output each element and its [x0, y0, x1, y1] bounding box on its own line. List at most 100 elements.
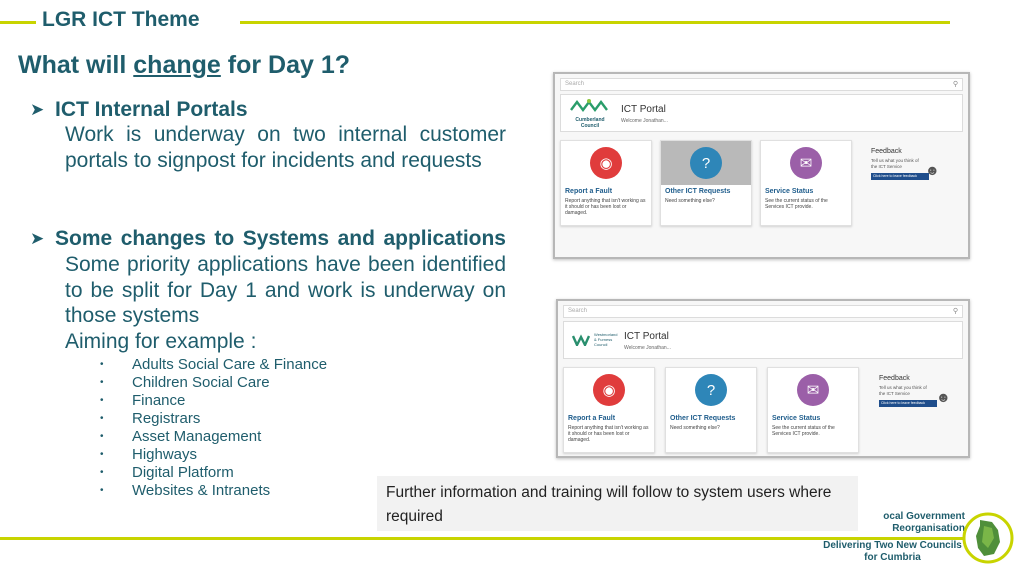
arrow-bullet-icon: ➤	[30, 229, 45, 248]
list-item-text: Asset Management	[132, 428, 262, 445]
tile-desc: See the current status of the Services I…	[772, 425, 835, 437]
list-item-text: Registrars	[132, 410, 201, 427]
theme-header: LGR ICT Theme	[0, 8, 1024, 36]
slide-title-underlined: change	[133, 51, 221, 79]
list-item-text: Finance	[132, 392, 186, 409]
tile-title: Service Status	[772, 415, 821, 422]
portal-title: ICT Portal	[621, 104, 666, 115]
feedback-title: Feedback	[871, 148, 902, 155]
tile-other-requests[interactable]: ? Other ICT Requests Need something else…	[665, 367, 757, 453]
section-systems-changes: ➤ Some changes to Systems and applicatio…	[30, 226, 506, 500]
feedback-button[interactable]: Click here to leave feedback	[871, 173, 929, 180]
list-item: • Adults Social Care & Finance	[100, 356, 506, 374]
bullet-dot-icon: •	[100, 359, 104, 370]
lgr-line1: ocal Government	[883, 511, 965, 522]
portal-header: Westmorland & Furness Council ICT Portal…	[563, 321, 963, 359]
slide-title-pre: What will	[18, 51, 134, 79]
lifebuoy-icon: ◉	[590, 147, 622, 179]
section-aiming: Aiming for example :	[65, 329, 257, 353]
portal-search-placeholder: Search	[565, 81, 585, 87]
theme-accent-line-right	[240, 21, 950, 24]
tile-desc: Report anything that isn't working as it…	[568, 425, 649, 443]
list-item: • Digital Platform	[100, 464, 506, 482]
section-body: Some priority applications have been ide…	[65, 253, 506, 327]
cumberland-logo-icon	[570, 99, 608, 112]
portal-screenshot-cumberland: Search ⚲ Cumberland Council ICT Portal W…	[553, 72, 970, 259]
feedback-panel: Feedback Tell us what you think of the I…	[871, 148, 929, 180]
section-heading: ➤ Some changes to Systems and applicatio…	[30, 226, 506, 251]
bullet-dot-icon: •	[100, 395, 104, 406]
tile-service-status[interactable]: ✉ Service Status See the current status …	[767, 367, 859, 453]
tile-report-fault[interactable]: ◉ Report a Fault Report anything that is…	[560, 140, 652, 226]
portal-screenshot-westmorland: Search ⚲ Westmorland & Furness Council I…	[556, 299, 970, 458]
portal-search-placeholder: Search	[568, 308, 588, 314]
bullet-dot-icon: •	[100, 485, 104, 496]
tile-title: Other ICT Requests	[670, 415, 736, 422]
tile-desc: Need something else?	[665, 198, 715, 204]
lgr-wordmark: ocal Government Reorganisation	[795, 511, 965, 535]
list-item-text: Children Social Care	[132, 374, 270, 391]
list-item: • Finance	[100, 392, 506, 410]
bullet-dot-icon: •	[100, 467, 104, 478]
status-chat-icon: ✉	[797, 374, 829, 406]
westmorland-logo-icon	[572, 334, 590, 346]
feedback-text: Tell us what you think of the ICT Servic…	[879, 385, 927, 396]
lgr-tagline1: Delivering Two New Councils	[823, 540, 962, 551]
tile-title: Other ICT Requests	[665, 188, 731, 195]
search-icon: ⚲	[952, 81, 958, 88]
slide-title-post: for Day 1?	[220, 51, 351, 79]
lgr-line2: Reorganisation	[892, 523, 965, 534]
cumbria-map-logo-icon	[962, 512, 1014, 564]
status-chat-icon: ✉	[790, 147, 822, 179]
portal-logo-text: Westmorland & Furness Council	[594, 332, 618, 347]
list-item: •Children Social Care	[100, 374, 506, 392]
portal-search-bar: Search ⚲	[563, 305, 963, 318]
feedback-title: Feedback	[879, 375, 910, 382]
feedback-text: Tell us what you think of the ICT Servic…	[871, 158, 919, 169]
lgr-tagline: Delivering Two New Councils for Cumbria	[815, 540, 970, 564]
chat-question-icon: ?	[695, 374, 727, 406]
tile-desc: Need something else?	[670, 425, 720, 431]
theme-title: LGR ICT Theme	[42, 8, 200, 31]
feedback-button[interactable]: Click here to leave feedback	[879, 400, 937, 407]
portal-logo-text: Cumberland Council	[575, 117, 605, 129]
list-item: • Websites & Intranets	[100, 482, 506, 500]
list-item: • Highways	[100, 446, 506, 464]
bullet-dot-icon: •	[100, 431, 104, 442]
search-icon: ⚲	[952, 308, 958, 315]
tile-desc: See the current status of the Services I…	[765, 198, 828, 210]
person-laptop-icon: ☻	[925, 162, 940, 178]
tile-report-fault[interactable]: ◉ Report a Fault Report anything that is…	[563, 367, 655, 453]
list-item-text: Digital Platform	[132, 464, 234, 481]
tile-service-status[interactable]: ✉ Service Status See the current status …	[760, 140, 852, 226]
tile-desc: Report anything that isn't working as it…	[565, 198, 646, 216]
person-laptop-icon: ☻	[936, 389, 951, 405]
portal-search-bar: Search ⚲	[560, 78, 963, 91]
tile-title: Service Status	[765, 188, 814, 195]
chat-question-icon: ?	[690, 147, 722, 179]
tile-title: Report a Fault	[565, 188, 613, 195]
list-item-text: Highways	[132, 446, 198, 463]
bullet-dot-icon: •	[100, 449, 104, 460]
lgr-tagline2: for Cumbria	[864, 552, 921, 563]
info-note: Further information and training will fo…	[377, 476, 858, 531]
list-item-text: Adults Social Care & Finance	[132, 356, 328, 373]
bullet-dot-icon: •	[100, 413, 104, 424]
portal-welcome: Welcome Jonathan...	[621, 118, 668, 124]
section-body: Work is underway on two internal custome…	[65, 123, 506, 172]
list-item: • Registrars	[100, 410, 506, 428]
tile-title: Report a Fault	[568, 415, 616, 422]
theme-accent-line-left	[0, 21, 36, 24]
systems-list: •Adults Social Care & Finance•Children S…	[30, 356, 506, 500]
portal-header: Cumberland Council ICT Portal Welcome Jo…	[560, 94, 963, 132]
section-heading-text: ICT Internal Portals	[55, 98, 248, 121]
arrow-bullet-icon: ➤	[30, 100, 45, 119]
section-heading: ➤ ICT Internal Portals	[30, 97, 506, 122]
portal-welcome: Welcome Jonathan...	[624, 345, 671, 351]
section-ict-portals: ➤ ICT Internal Portals Work is underway …	[30, 97, 506, 173]
tile-other-requests[interactable]: ? Other ICT Requests Need something else…	[660, 140, 752, 226]
portal-title: ICT Portal	[624, 331, 669, 342]
list-item-text: Websites & Intranets	[132, 482, 271, 499]
section-heading-text: Some changes to Systems and applications	[55, 227, 506, 250]
list-item: • Asset Management	[100, 428, 506, 446]
